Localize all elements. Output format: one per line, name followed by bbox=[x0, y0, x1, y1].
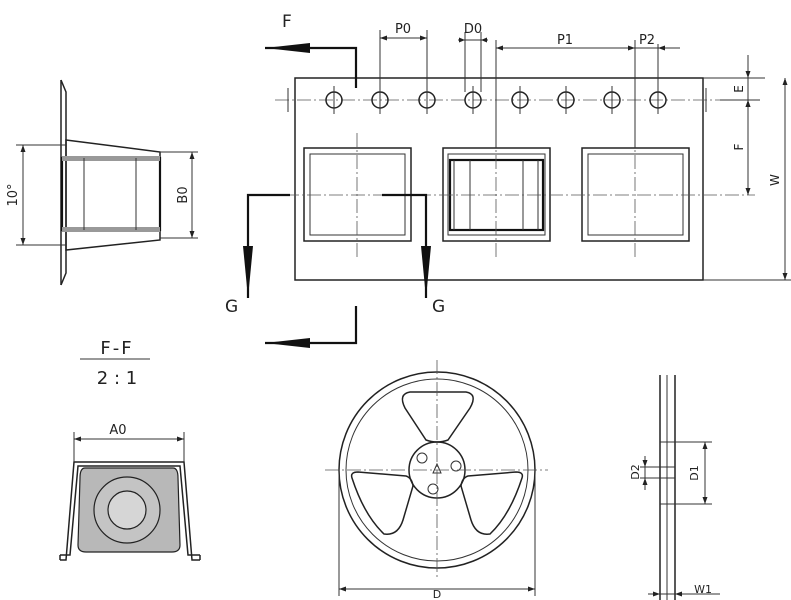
label-e: E bbox=[732, 85, 746, 93]
tape-outline bbox=[294, 77, 704, 281]
label-p1: P1 bbox=[557, 33, 573, 48]
label-angle: 10° bbox=[6, 183, 21, 206]
dim-p1: P1 bbox=[495, 33, 636, 148]
reel-window-left bbox=[350, 471, 414, 535]
section-f-markers: F bbox=[265, 12, 358, 348]
component-center bbox=[107, 490, 147, 530]
pocket-side-view: B0 10° bbox=[6, 79, 198, 286]
pocket-right bbox=[581, 133, 690, 258]
dim-f: F bbox=[732, 100, 751, 195]
label-w1: W1 bbox=[694, 583, 712, 596]
label-f-dim: F bbox=[732, 143, 746, 150]
label-a0: A0 bbox=[109, 423, 126, 438]
label-w: W bbox=[768, 174, 782, 186]
reel-side-view: D1 D2 W1 bbox=[629, 375, 720, 600]
label-d: D bbox=[433, 588, 441, 600]
label-d2: D2 bbox=[629, 464, 642, 479]
sprocket-holes bbox=[325, 86, 667, 114]
reel-front-view: D bbox=[325, 360, 548, 600]
label-section-f: F bbox=[282, 12, 292, 32]
dim-d0: D0 bbox=[458, 22, 488, 92]
reel-window-top bbox=[401, 391, 474, 443]
label-p2: P2 bbox=[639, 33, 655, 48]
label-d1: D1 bbox=[688, 465, 701, 480]
section-g-markers: G G bbox=[225, 193, 445, 317]
label-section-g-left: G bbox=[225, 297, 238, 317]
reel-window-right bbox=[460, 471, 524, 535]
dim-e: E bbox=[703, 55, 765, 112]
label-section-g-right: G bbox=[432, 297, 445, 317]
dim-w: W bbox=[703, 78, 791, 281]
carrier-tape-view: P0 D0 P1 P2 bbox=[225, 12, 791, 348]
section-ff-view: A0 bbox=[59, 423, 201, 561]
dim-p2: P2 bbox=[635, 33, 680, 88]
section-scale-label: 2 : 1 bbox=[97, 368, 137, 389]
pocket-middle bbox=[442, 133, 551, 258]
label-d0: D0 bbox=[464, 22, 482, 37]
label-p0: P0 bbox=[395, 22, 411, 37]
dim-p0: P0 bbox=[379, 22, 428, 88]
label-b0: B0 bbox=[176, 186, 191, 203]
section-title: F-F 2 : 1 bbox=[80, 338, 150, 389]
section-title-label: F-F bbox=[100, 338, 133, 359]
